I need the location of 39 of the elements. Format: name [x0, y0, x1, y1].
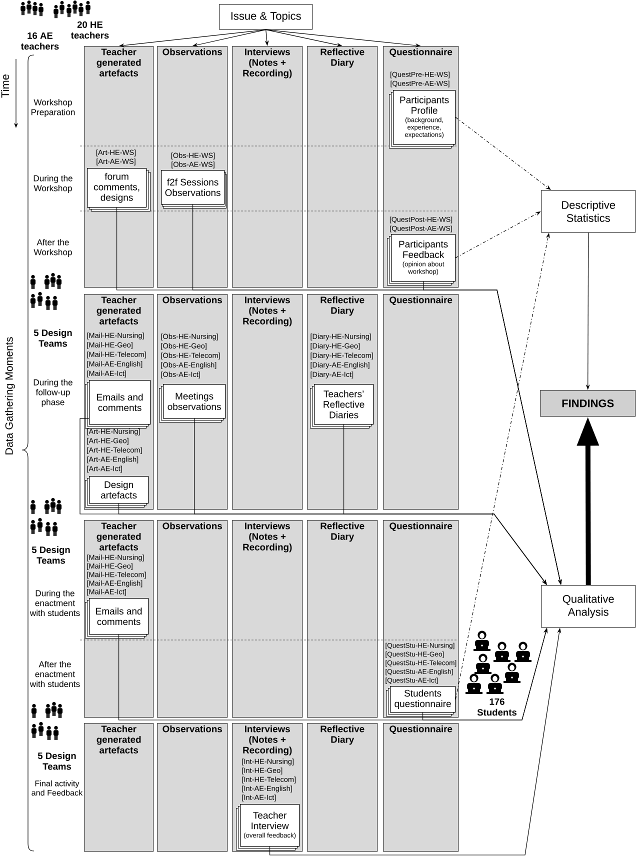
stage-label: During the follow-up phase: [34, 379, 72, 407]
column-panel: Teacher generated artefacts: [84, 723, 154, 852]
document-box: Design artefacts: [85, 476, 149, 508]
axis-label: Time: [0, 74, 10, 98]
document-box: Meetings observations: [159, 384, 226, 423]
document-box: Teachers’ Reflective Diaries: [310, 384, 374, 429]
group-label: 20 HE teachers: [70, 21, 109, 39]
stage-label: During the enactment with students: [30, 590, 80, 616]
stage-label: Workshop Preparation: [31, 99, 75, 117]
column-panel: Reflective Diary: [307, 46, 378, 288]
dashed-arrow: [455, 211, 541, 258]
column-panel: Questionnaire: [383, 723, 459, 852]
document-box: Emails and comments: [85, 380, 151, 429]
group-label: 176 Students: [477, 698, 517, 716]
stage-label: After the Workshop: [34, 239, 72, 257]
column-panel: Interviews (Notes + Recording): [232, 46, 303, 288]
column-panel: Interviews (Notes + Recording): [232, 520, 303, 718]
document-box: forum comments, designs: [87, 168, 151, 212]
group-label: 5 Design Teams: [32, 546, 70, 564]
result-box: FINDINGS: [540, 390, 636, 417]
group-label: 5 Design Teams: [34, 329, 72, 347]
column-panel: Interviews (Notes + Recording): [232, 294, 303, 510]
dashed-arrow: [455, 117, 551, 190]
column-panel: Reflective Diary: [307, 520, 378, 718]
arrow: [344, 424, 547, 585]
column-panel: Questionnaire: [383, 294, 459, 510]
column-panel: Observations: [157, 520, 228, 718]
topic-box: Issue & Topics: [219, 4, 313, 30]
document-box: f2f Sessions Observations: [161, 170, 227, 209]
brace-label: Data Gathering Moments: [5, 337, 15, 454]
document-box: Emails and comments: [85, 598, 149, 639]
stage-label: After the enactment with students: [30, 660, 80, 688]
process-box: Qualitative Analysis: [541, 585, 636, 628]
process-box: Descriptive Statistics: [541, 190, 636, 233]
document-box: Students questionnaire: [386, 686, 456, 717]
stage-label: During the Workshop: [34, 175, 72, 193]
column-panel: Observations: [157, 723, 228, 852]
group-label: 16 AE teachers: [20, 32, 59, 50]
column-panel: Reflective Diary: [307, 723, 378, 852]
